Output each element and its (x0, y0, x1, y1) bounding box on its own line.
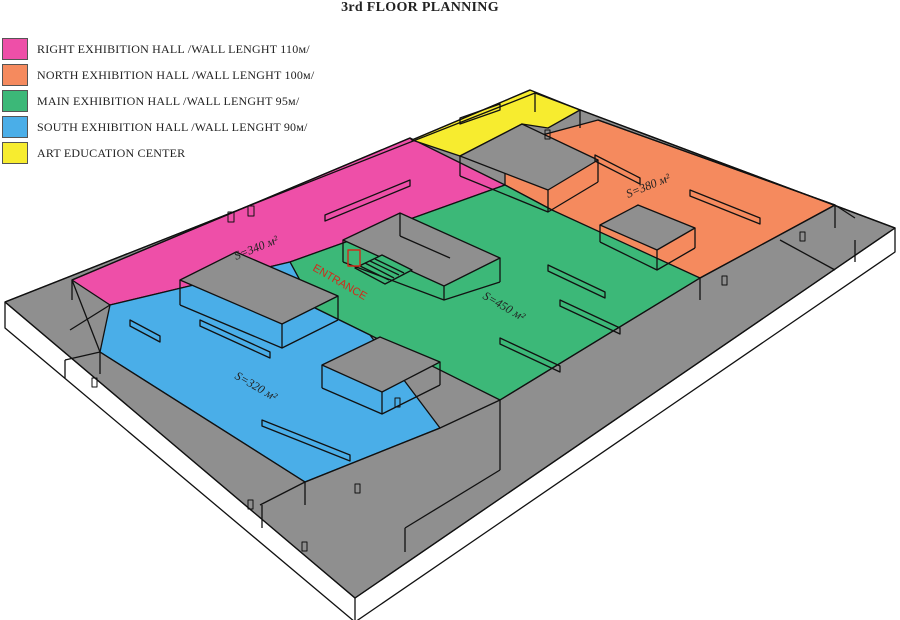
legend-item-main-hall: MAIN EXHIBITION HALL /WALL LENGHT 95м/ (2, 90, 314, 112)
legend-label-south-hall: SOUTH EXHIBITION HALL /WALL LENGHT 90м/ (37, 119, 308, 134)
legend-swatch-main-hall (2, 90, 28, 112)
legend-swatch-south-hall (2, 116, 28, 138)
legend-item-north-hall: NORTH EXHIBITION HALL /WALL LENGHT 100м/ (2, 64, 314, 86)
legend-swatch-art-education (2, 142, 28, 164)
legend-swatch-north-hall (2, 64, 28, 86)
legend-item-art-education: ART EDUCATION CENTER (2, 142, 314, 164)
legend: RIGHT EXHIBITION HALL /WALL LENGHT 110м/… (2, 38, 314, 168)
legend-label-right-hall: RIGHT EXHIBITION HALL /WALL LENGHT 110м/ (37, 41, 310, 56)
legend-swatch-right-hall (2, 38, 28, 60)
legend-label-main-hall: MAIN EXHIBITION HALL /WALL LENGHT 95м/ (37, 93, 300, 108)
entrance-stair (354, 254, 413, 285)
legend-item-south-hall: SOUTH EXHIBITION HALL /WALL LENGHT 90м/ (2, 116, 314, 138)
legend-label-north-hall: NORTH EXHIBITION HALL /WALL LENGHT 100м/ (37, 67, 315, 82)
legend-item-right-hall: RIGHT EXHIBITION HALL /WALL LENGHT 110м/ (2, 38, 314, 60)
page-title: 3rd FLOOR PLANNING (341, 0, 499, 15)
legend-label-art-education: ART EDUCATION CENTER (37, 145, 186, 160)
